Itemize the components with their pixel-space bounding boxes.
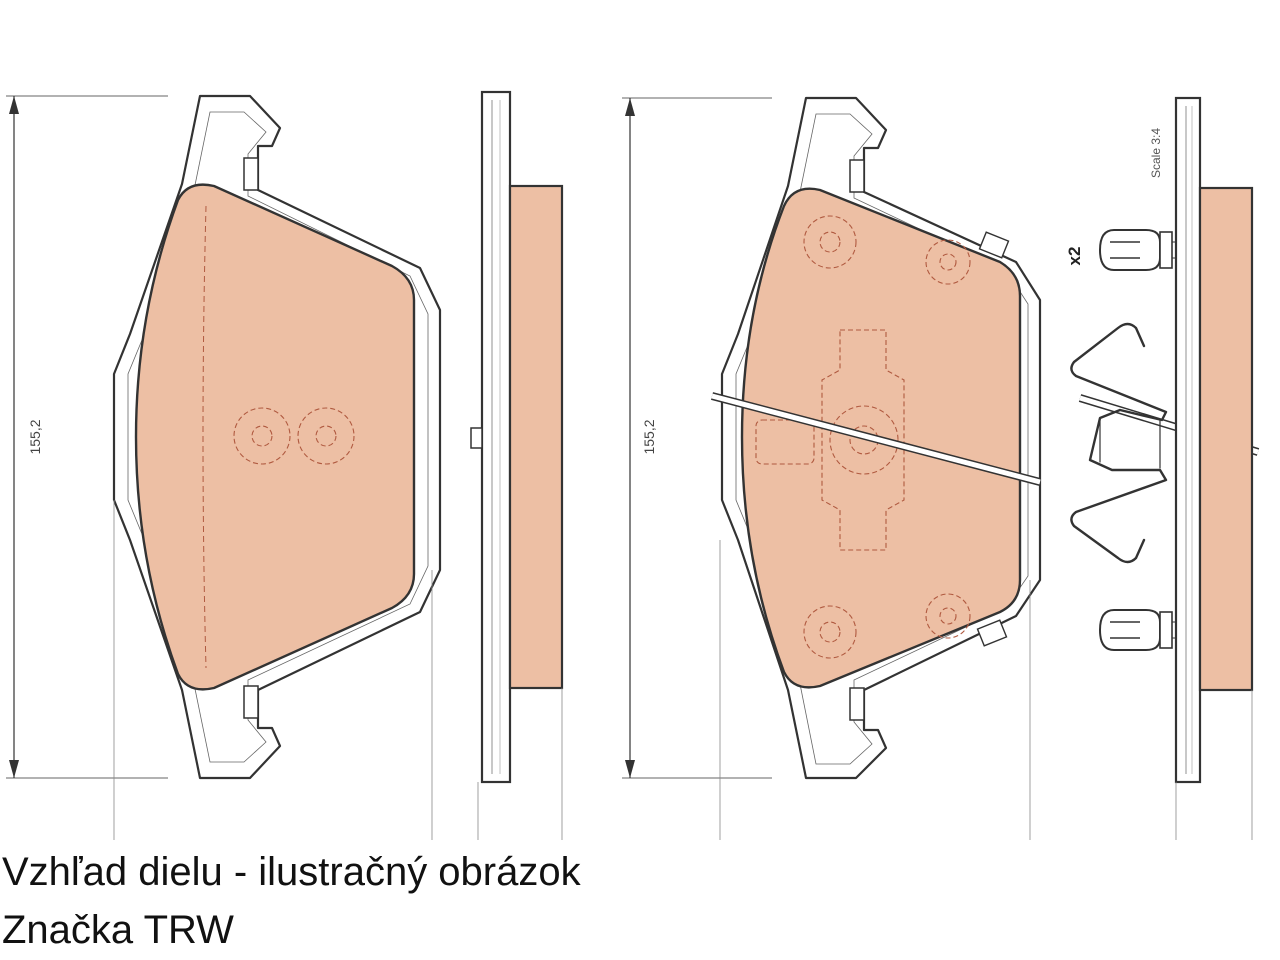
left-pad-top-clip — [243, 157, 259, 191]
side-view-backing-plate — [480, 90, 512, 784]
right-pad-top-clip — [849, 159, 865, 193]
side-view-2-friction-material — [1198, 186, 1254, 692]
right-pad-wear-sensor-top — [978, 231, 1010, 259]
right-height-dimension — [622, 97, 772, 779]
right-dimension-label: 155,2 — [641, 419, 657, 454]
right-pad-hidden-features — [755, 215, 971, 659]
guide-clip-top — [1098, 229, 1212, 271]
left-pad-hidden-outline — [202, 205, 207, 669]
left-pad-wear-indicator-holes — [233, 407, 355, 465]
caption-illustration-note: Vzhľad dielu - ilustračný obrázok — [2, 850, 581, 894]
left-pad-bottom-clip — [243, 685, 259, 719]
left-height-dimension — [6, 95, 168, 779]
side-view-rivet — [470, 427, 483, 449]
scale-label: Scale 3:4 — [1149, 128, 1163, 178]
caption-brand: Značka TRW — [2, 908, 234, 952]
side-view-friction-material — [508, 184, 564, 690]
left-pad-front-view — [112, 94, 442, 840]
left-dimension-label: 155,2 — [27, 419, 43, 454]
left-pad-friction-material — [134, 183, 416, 691]
quantity-mark: x2 — [1065, 247, 1084, 266]
brake-pad-technical-drawing: 155,2 155,2 — [6, 90, 1260, 840]
anti-rattle-spring — [1070, 322, 1168, 564]
right-pad-bottom-clip — [849, 687, 865, 721]
left-pad-side-view — [470, 90, 564, 840]
side-view-2-backing-plate — [1174, 96, 1202, 784]
right-pad-side-view — [1174, 96, 1254, 840]
right-pad-wear-sensor-bottom — [976, 619, 1008, 647]
